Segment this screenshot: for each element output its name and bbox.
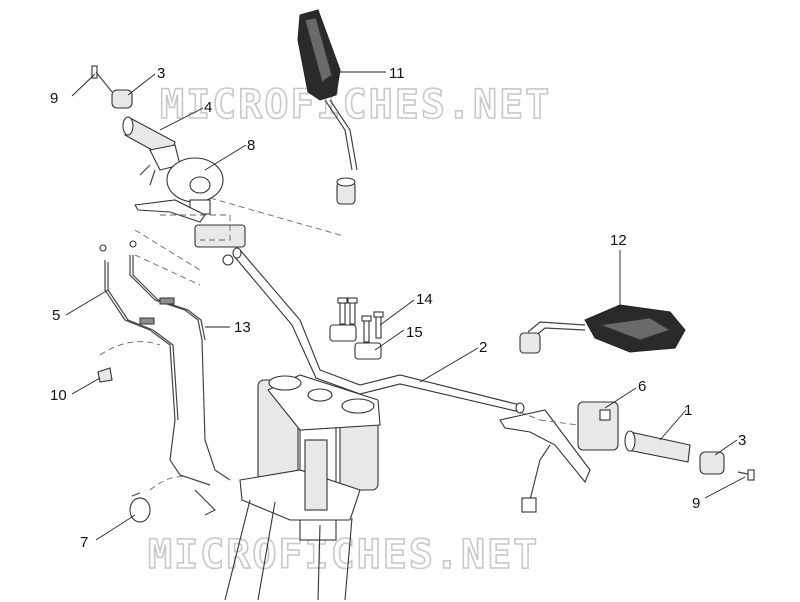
fork-assembly	[224, 374, 381, 601]
callout-8: 8	[247, 137, 255, 154]
callout-7: 7	[80, 534, 88, 551]
small-parts	[97, 367, 151, 523]
callout-5: 5	[52, 307, 60, 324]
callout-6: 6	[638, 378, 646, 395]
callout-14: 14	[416, 291, 433, 308]
watermark-top: MICROFICHES.NET	[160, 82, 551, 128]
left-controls	[91, 65, 341, 286]
callout-3-right: 3	[738, 432, 746, 449]
right-controls	[499, 401, 755, 513]
watermark-bottom: MICROFICHES.NET	[148, 532, 539, 578]
callout-9-right: 9	[692, 495, 700, 512]
callout-10: 10	[50, 387, 67, 404]
callout-12: 12	[610, 232, 627, 249]
callout-15: 15	[406, 324, 423, 341]
callout-9-left: 9	[50, 90, 58, 107]
left-mirror	[297, 9, 358, 205]
callout-labels: 9 3 4 8 11 5 13 14 15 2 12 6 1 3 9 10 7	[50, 65, 746, 551]
handlebar-clamps	[329, 297, 384, 360]
callout-3-left: 3	[157, 65, 165, 82]
leader-lines	[65, 71, 746, 541]
control-cables	[99, 240, 231, 516]
right-mirror	[519, 304, 686, 354]
callout-2: 2	[479, 339, 487, 356]
callout-13: 13	[234, 319, 251, 336]
callout-1: 1	[684, 402, 692, 419]
callout-4: 4	[204, 99, 212, 116]
callout-11: 11	[389, 65, 405, 82]
